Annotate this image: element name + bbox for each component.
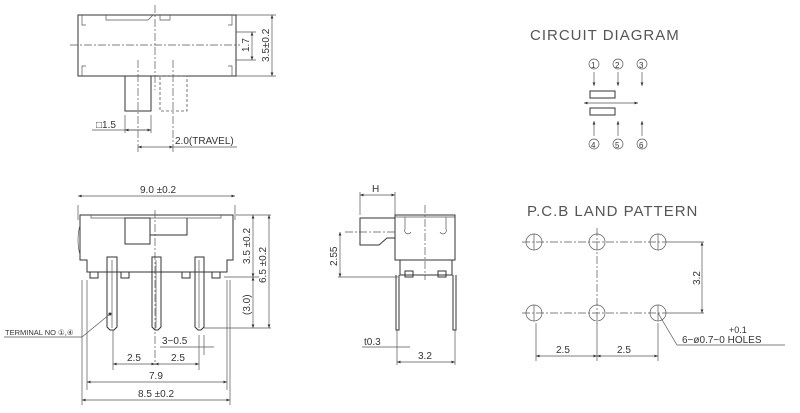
- inner-width-dimension: 7.9: [149, 371, 163, 382]
- hole-tolerance: +0.1: [729, 325, 747, 335]
- pcb-title: P.C.B LAND PATTERN: [527, 203, 698, 220]
- terminal-5: 5: [615, 141, 620, 150]
- terminal-1: 1: [591, 61, 596, 70]
- square-dimension: □1.5: [96, 120, 116, 131]
- pin-width-dimension: 3−0.5: [162, 336, 188, 347]
- knob-height-dimension: 2.55: [329, 246, 340, 266]
- total-height-dimension: 6.5 ±0.2: [258, 246, 269, 283]
- hole: [525, 233, 667, 322]
- terminal-label: TERMINAL NO ①,④: [5, 328, 74, 337]
- center-dimension: 1.7: [241, 38, 252, 52]
- outer-width-dimension: 8.5 ±0.2: [138, 389, 175, 400]
- circuit-diagram: CIRCUIT DIAGRAM 1 2 3 4 5 6: [530, 27, 680, 150]
- thickness-dimension: t0.3: [364, 337, 381, 348]
- pcb-land-pattern: P.C.B LAND PATTERN 3.2 2.5 2.5 +0.1 6−ø0…: [522, 203, 785, 361]
- terminal-2: 2: [615, 61, 620, 70]
- pitch-2-dimension: 2.5: [171, 353, 185, 364]
- travel-dimension: 2.0(TRAVEL): [175, 136, 234, 147]
- side-view: H 2.55 t0.3 3.2: [329, 184, 457, 365]
- height-dimension: 3.5±0.2: [261, 28, 272, 62]
- front-view: 9.0 ±0.2 3.5 ±0.2 6.5 ±0.2 (3.0) TERMINA…: [4, 185, 271, 405]
- terminal-6: 6: [639, 141, 644, 150]
- pin-spacing-dimension: 3.2: [418, 351, 432, 362]
- circuit-diagram-title: CIRCUIT DIAGRAM: [530, 27, 680, 44]
- width-dimension: 9.0 ±0.2: [140, 185, 177, 196]
- row-spacing-dimension: 3.2: [692, 271, 703, 285]
- body-height-dimension: 3.5 ±0.2: [242, 227, 253, 264]
- pcb-pitch-2: 2.5: [617, 345, 631, 356]
- knob-dimension: H: [372, 184, 379, 195]
- pin-length-dimension: (3.0): [242, 294, 253, 315]
- terminal-3: 3: [639, 61, 644, 70]
- hole-specification: 6−ø0.7−0 HOLES: [682, 335, 762, 346]
- terminal-4: 4: [591, 141, 596, 150]
- pcb-pitch-1: 2.5: [556, 345, 570, 356]
- top-view: □1.5 2.0(TRAVEL) 3.5±0.2 1.7: [70, 5, 276, 152]
- pitch-1-dimension: 2.5: [127, 353, 141, 364]
